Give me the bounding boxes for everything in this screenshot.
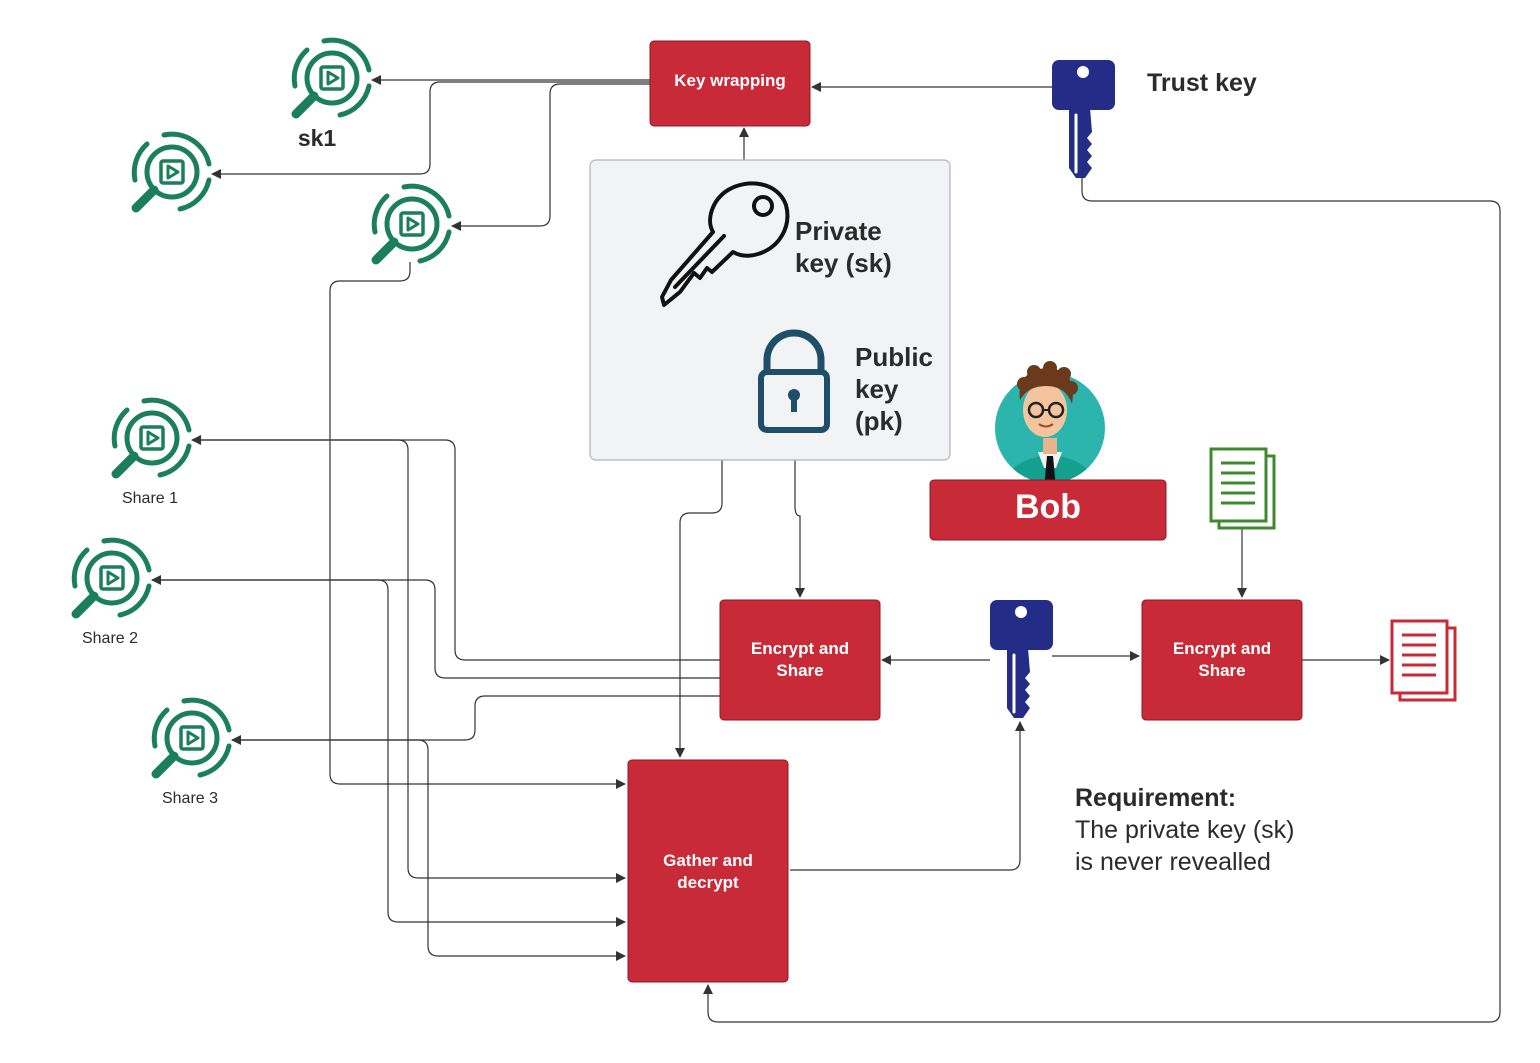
requirement-line2: is never revealled — [1075, 848, 1271, 876]
storage-share1-icon — [114, 400, 189, 475]
connectors — [151, 75, 1501, 1023]
trust-key-icon — [1050, 58, 1117, 180]
public-key-label-line1: Public — [855, 342, 933, 372]
key-wrapping-box[interactable]: Key wrapping — [649, 40, 811, 127]
trust-key-label: Trust key — [1147, 69, 1257, 97]
plaintext-document-icon — [1209, 447, 1276, 530]
avatar-icon — [995, 361, 1105, 483]
storage-sk1-icon — [294, 40, 369, 115]
public-key-label-line2: key — [855, 374, 899, 404]
gather-decrypt-line2: decrypt — [677, 873, 739, 892]
storage-sk3-icon — [374, 186, 449, 261]
sk1-label: sk1 — [298, 125, 337, 151]
bob-name: Bob — [1015, 488, 1081, 526]
private-key-label-line1: Private — [795, 216, 882, 246]
key-pair-panel — [589, 159, 951, 461]
public-key-label-line3: (pk) — [855, 406, 903, 436]
encrypted-document-icon — [1390, 619, 1457, 702]
bob-label-box: Bob — [929, 479, 1167, 541]
encrypt-share-left-box[interactable]: Encrypt and Share — [719, 599, 881, 721]
padlock-icon — [758, 329, 830, 433]
encrypt-share-left-line2: Share — [776, 661, 823, 680]
gather-decrypt-line1: Gather and — [663, 851, 753, 870]
gather-decrypt-box[interactable]: Gather and decrypt — [627, 759, 789, 983]
share1-label: Share 1 — [122, 490, 178, 507]
share3-label: Share 3 — [162, 790, 218, 807]
encrypt-share-right-box[interactable]: Encrypt and Share — [1141, 599, 1303, 721]
storage-share2-icon — [74, 540, 149, 615]
storage-sk2-icon — [134, 134, 209, 209]
requirement-line1: The private key (sk) — [1075, 816, 1295, 844]
key-outline-icon — [660, 181, 790, 307]
private-key-label-line2: key (sk) — [795, 248, 892, 278]
key-wrapping-label: Key wrapping — [674, 71, 785, 90]
storage-share3-icon — [154, 700, 229, 775]
encrypt-share-left-line1: Encrypt and — [751, 639, 849, 658]
requirement-title: Requirement: — [1075, 784, 1236, 812]
session-key-icon — [988, 598, 1055, 720]
encrypt-share-right-line1: Encrypt and — [1173, 639, 1271, 658]
share2-label: Share 2 — [82, 630, 138, 647]
encrypt-share-right-line2: Share — [1198, 661, 1245, 680]
